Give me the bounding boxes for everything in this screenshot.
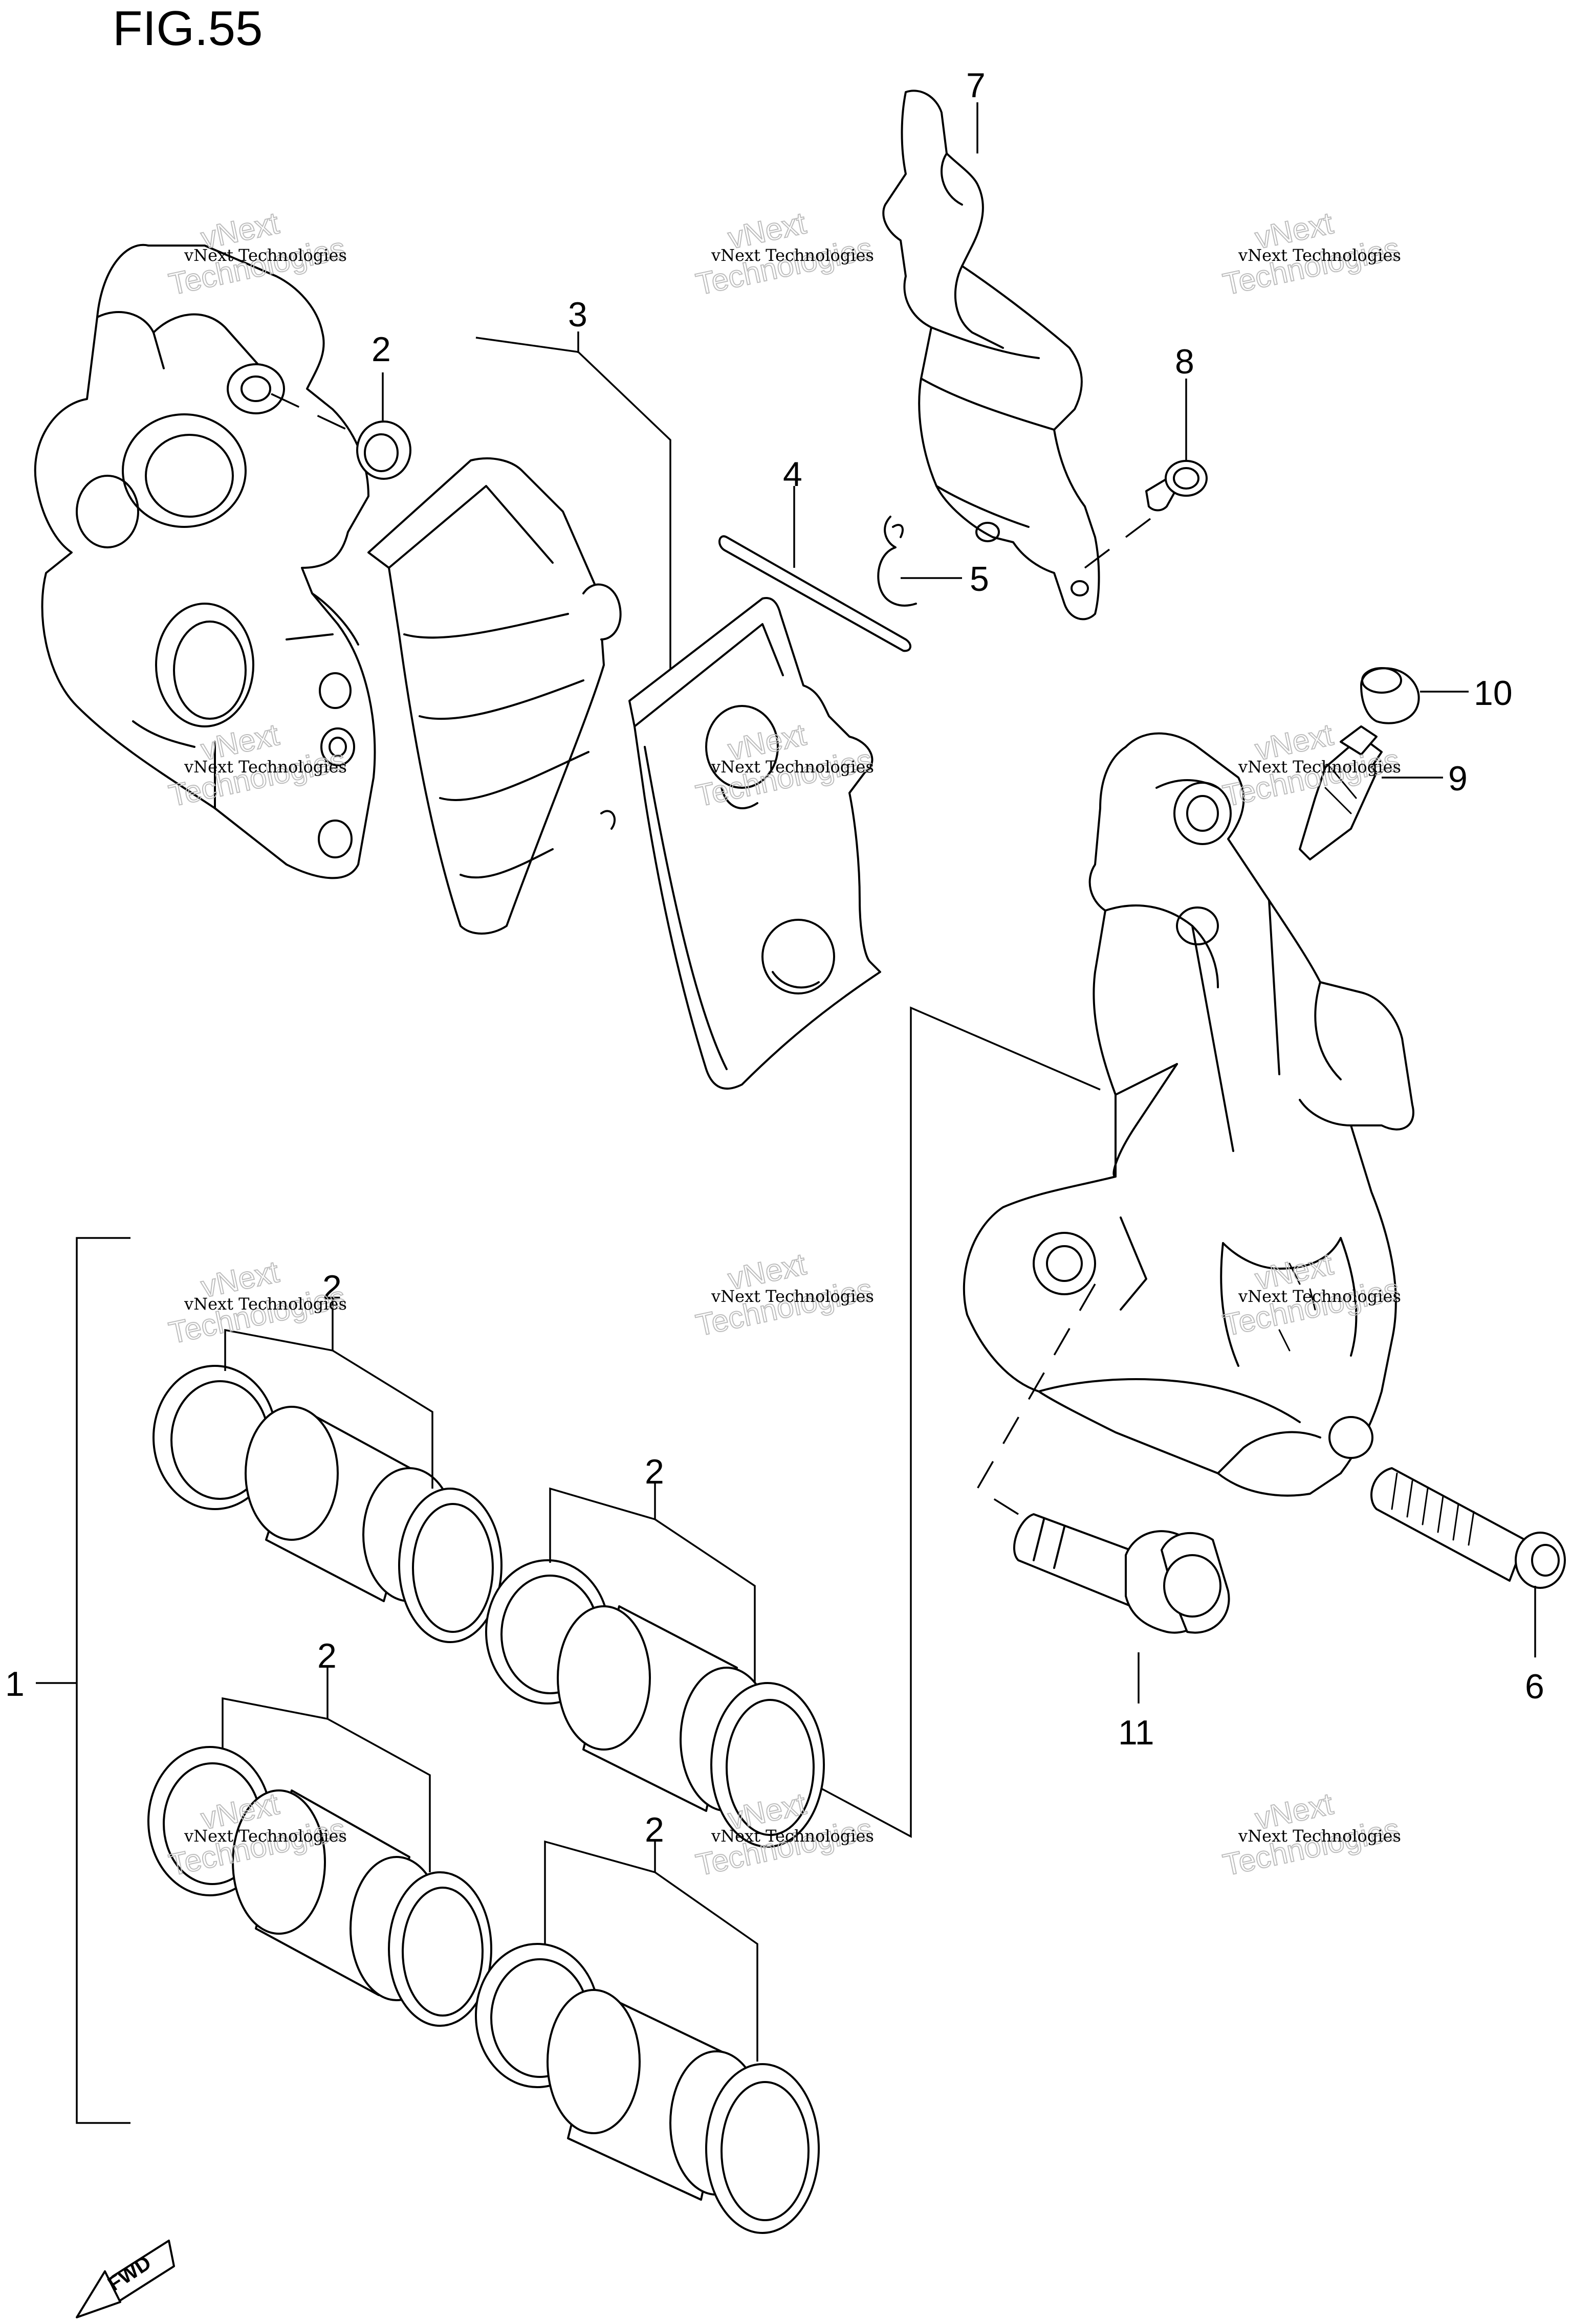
callout-11: 11 <box>1118 1713 1154 1752</box>
watermark-8: Technologies vNext vNext Technologies <box>692 1246 876 1343</box>
callout-4: 4 <box>783 455 802 494</box>
svg-text:vNext Technologies: vNext Technologies <box>184 1294 347 1314</box>
leader-bracket-group <box>767 1006 1101 1838</box>
piston-set-c <box>147 1746 492 2027</box>
piston-set-d <box>475 1943 820 2234</box>
piston-set-b <box>485 1559 825 1848</box>
part-6-mounting-bolt <box>1370 1467 1566 1589</box>
leader-dashed-8 <box>1084 505 1168 569</box>
callout-1: 1 <box>5 1665 25 1703</box>
svg-text:vNext Technologies: vNext Technologies <box>711 246 874 265</box>
figure-title: FIG.55 <box>113 1 263 56</box>
watermark-12: Technologies vNext vNext Technologies <box>1219 1786 1403 1883</box>
piston-set-a <box>152 1365 503 1643</box>
leader-3-bracket <box>475 337 671 670</box>
svg-text:vNext Technologies: vNext Technologies <box>1238 1287 1401 1306</box>
callout-2-set-a: 2 <box>322 1268 342 1307</box>
part-5-pin-clip <box>877 516 917 607</box>
svg-text:vNext Technologies: vNext Technologies <box>184 246 347 265</box>
svg-text:vNext Technologies: vNext Technologies <box>711 757 874 777</box>
leader-dashed-bolt-11 <box>976 1283 1096 1515</box>
svg-text:vNext Technologies: vNext Technologies <box>184 1826 347 1846</box>
part-11-bracket-bolt <box>1013 1513 1230 1634</box>
fwd-direction-arrow: FWD <box>76 2240 175 2318</box>
callout-3: 3 <box>568 295 587 334</box>
callout-8: 8 <box>1175 342 1194 381</box>
svg-text:vNext Technologies: vNext Technologies <box>711 1287 874 1306</box>
leader-1-bracket <box>76 1237 130 2124</box>
part-8-screw <box>1145 460 1208 512</box>
callout-2-set-b: 2 <box>645 1452 664 1491</box>
part-9-bleeder-valve <box>1299 725 1383 860</box>
caliper-bracket <box>963 732 1414 1497</box>
part-3-brake-pad-rear <box>628 597 881 1090</box>
callout-2-set-c: 2 <box>317 1636 337 1675</box>
callout-5: 5 <box>970 560 989 599</box>
svg-text:vNext Technologies: vNext Technologies <box>1238 1826 1401 1846</box>
svg-text:vNext Technologies: vNext Technologies <box>184 757 347 777</box>
part-4-pad-pin <box>718 535 911 652</box>
svg-text:vNext Technologies: vNext Technologies <box>1238 246 1401 265</box>
watermark-2: Technologies vNext vNext Technologies <box>692 205 876 302</box>
svg-text:vNext Technologies: vNext Technologies <box>1238 757 1401 777</box>
watermark-3: Technologies vNext vNext Technologies <box>1219 205 1403 302</box>
callout-10: 10 <box>1474 674 1513 713</box>
part-3-brake-pad-front <box>367 457 622 935</box>
part-2-ring-top <box>356 420 411 480</box>
watermark-6: Technologies vNext vNext Technologies <box>1219 717 1403 813</box>
callout-9: 9 <box>1448 759 1468 798</box>
callout-6: 6 <box>1525 1667 1544 1706</box>
part-10-bleeder-cap <box>1360 667 1420 724</box>
leader-dashed-2-top <box>271 393 359 436</box>
svg-text:vNext Technologies: vNext Technologies <box>711 1826 874 1846</box>
callout-2-top: 2 <box>372 330 391 369</box>
part-7-cover-plate <box>882 90 1100 621</box>
callout-7: 7 <box>966 66 986 105</box>
callout-2-set-d: 2 <box>645 1810 664 1849</box>
